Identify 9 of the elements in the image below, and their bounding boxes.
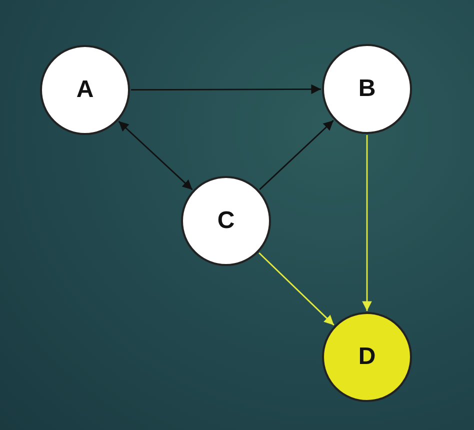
arrow [131, 84, 321, 94]
arrow [362, 135, 372, 311]
node-label: C [217, 207, 235, 235]
node-label: D [358, 343, 376, 371]
node-label: B [358, 75, 376, 103]
node-label: A [76, 76, 94, 104]
arrow [118, 120, 193, 190]
arrow [258, 252, 334, 326]
arrow [259, 120, 334, 190]
